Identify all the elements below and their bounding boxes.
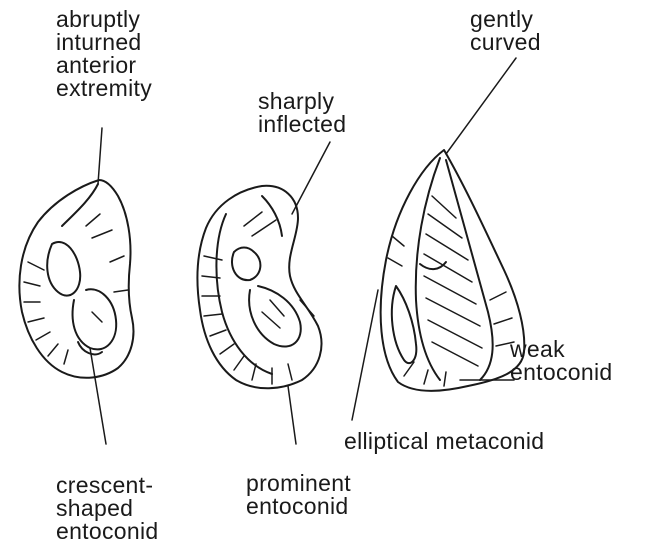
label-line: abruptly [56,8,152,31]
label-line: gently [470,8,541,31]
label-line: extremity [56,77,152,100]
label-gently-curved: gently curved [470,8,541,54]
label-line: inturned [56,31,152,54]
label-line: shaped [56,497,158,520]
tooth-middle [198,186,322,388]
tooth-left-outline [19,180,133,378]
tooth-right-metaconid [392,286,416,363]
tooth-left [19,180,133,378]
label-line: prominent [246,472,351,495]
label-line: sharply [258,90,346,113]
label-crescent-shaped-entoconid: crescent- shaped entoconid [56,474,158,543]
leader-prominent-entoconid [288,386,296,444]
tooth-left-basin [73,289,117,349]
label-line: crescent- [56,474,158,497]
tooth-left-cusp [47,242,80,296]
tooth-right-notch [420,262,446,269]
label-line: anterior [56,54,152,77]
label-line: entoconid [56,520,158,543]
label-line: entoconid [510,361,612,384]
leader-elliptical-metaconid [352,290,378,420]
label-abruptly-inturned: abruptly inturned anterior extremity [56,8,152,100]
leader-sharply-inflected [292,142,330,214]
label-line: elliptical metaconid [344,430,544,453]
label-line: entoconid [246,495,351,518]
tooth-middle-inflection [262,196,282,236]
tooth-middle-cusp [232,248,260,281]
label-weak-entoconid: weak entoconid [510,338,612,384]
tooth-right-crest-right [446,160,493,380]
tooth-right-ribs [388,196,514,386]
leader-crescent-shaped [90,348,106,444]
label-line: curved [470,31,541,54]
tooth-middle-basin [249,286,301,347]
label-elliptical-metaconid: elliptical metaconid [344,430,544,453]
label-line: weak [510,338,612,361]
tooth-right [381,150,525,391]
label-sharply-inflected: sharply inflected [258,90,346,136]
leader-abruptly-inturned [98,128,102,184]
label-line: inflected [258,113,346,136]
leader-gently-curved [446,58,516,154]
label-prominent-entoconid: prominent entoconid [246,472,351,518]
